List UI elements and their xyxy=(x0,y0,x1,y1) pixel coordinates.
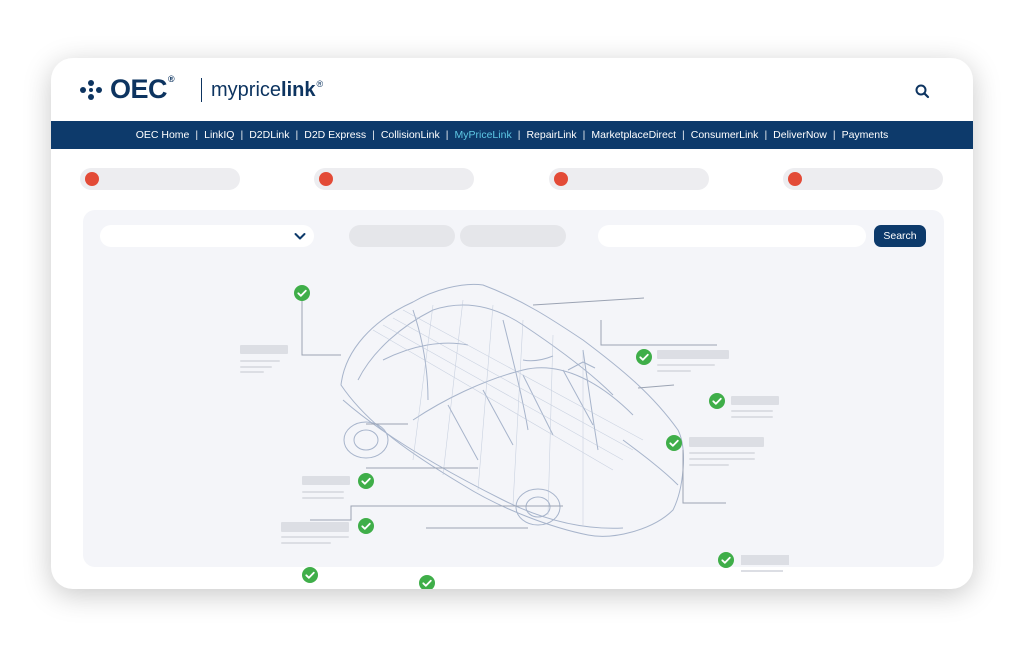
logo-divider xyxy=(201,78,202,102)
vehicle-select-dropdown[interactable] xyxy=(100,225,314,247)
nav-item-marketplacedirect[interactable]: MarketplaceDirect xyxy=(591,129,676,141)
connector-lines xyxy=(301,293,726,529)
nav-separator: | xyxy=(195,129,199,141)
label-placeholder xyxy=(302,476,350,485)
oec-logo-mark-icon xyxy=(80,80,102,100)
top-navigation: OEC Home | LinkIQ | D2DLink | D2D Expres… xyxy=(51,121,973,149)
check-circle-icon[interactable] xyxy=(708,392,726,410)
nav-separator: | xyxy=(682,129,685,141)
label-placeholder xyxy=(741,555,789,565)
status-dot-icon xyxy=(85,172,99,186)
brand-registered: ® xyxy=(316,79,324,89)
nav-separator: | xyxy=(517,129,521,141)
status-pill xyxy=(80,168,240,190)
nav-separator: | xyxy=(764,129,768,141)
nav-item-consumerlink[interactable]: ConsumerLink xyxy=(690,129,759,141)
check-circle-icon[interactable] xyxy=(357,472,375,490)
search-input[interactable] xyxy=(598,225,866,247)
check-circle-icon[interactable] xyxy=(665,434,683,452)
label-placeholder xyxy=(731,396,779,405)
check-circle-icon[interactable] xyxy=(301,566,319,584)
nav-item-oec-home[interactable]: OEC Home xyxy=(135,129,190,141)
car-detail-lines xyxy=(372,299,644,525)
nav-separator: | xyxy=(372,129,375,141)
search-button[interactable]: Search xyxy=(874,225,926,247)
nav-item-collisionlink[interactable]: CollisionLink xyxy=(380,129,440,141)
label-placeholder xyxy=(657,350,729,359)
label-placeholder xyxy=(281,522,349,532)
nav-item-d2dlink[interactable]: D2DLink xyxy=(249,129,290,141)
label-placeholder xyxy=(689,437,764,447)
label-placeholders xyxy=(240,345,789,565)
nav-item-repairlink[interactable]: RepairLink xyxy=(526,129,577,141)
nav-item-d2d-express[interactable]: D2D Express xyxy=(304,129,367,141)
status-row xyxy=(51,168,973,190)
header: OEC® mypricelink® xyxy=(51,58,973,121)
car-wireframe-illustration xyxy=(340,283,684,537)
nav-item-payments[interactable]: Payments xyxy=(841,129,889,141)
check-circle-icon[interactable] xyxy=(717,551,735,569)
filter-button[interactable] xyxy=(460,225,566,247)
nav-separator: | xyxy=(295,129,299,141)
check-circle-icon[interactable] xyxy=(418,574,436,589)
nav-item-linkiq[interactable]: LinkIQ xyxy=(204,129,235,141)
oec-logo-text: OEC xyxy=(110,74,168,104)
check-circle-icon[interactable] xyxy=(635,348,653,366)
label-placeholder xyxy=(240,345,288,354)
car-diagram xyxy=(240,283,789,565)
nav-separator: | xyxy=(832,129,836,141)
parts-panel: Search xyxy=(83,210,944,589)
nav-separator: | xyxy=(445,129,449,141)
brand-prefix: myprice xyxy=(211,79,282,101)
oec-logo[interactable]: OEC® xyxy=(110,74,175,105)
label-placeholder-line xyxy=(741,570,783,572)
status-dot-icon xyxy=(554,172,568,186)
check-circle-icon[interactable] xyxy=(357,517,375,535)
search-icon[interactable] xyxy=(913,82,933,102)
check-circle-icon[interactable] xyxy=(293,284,311,302)
brand-suffix: link xyxy=(281,79,316,101)
filter-button[interactable] xyxy=(349,225,455,247)
app-window: OEC® mypricelink® OEC Home | LinkIQ | D2… xyxy=(51,58,973,589)
status-dot-icon xyxy=(319,172,333,186)
chevron-down-icon xyxy=(294,233,306,240)
status-dot-icon xyxy=(788,172,802,186)
nav-separator: | xyxy=(582,129,586,141)
nav-item-delivernow[interactable]: DeliverNow xyxy=(773,129,827,141)
status-pill xyxy=(314,168,474,190)
mypricelink-logo: mypricelink® xyxy=(211,79,323,102)
status-pill xyxy=(783,168,943,190)
nav-separator: | xyxy=(240,129,244,141)
oec-logo-registered: ® xyxy=(168,74,175,84)
status-pill xyxy=(549,168,709,190)
nav-item-mypricelink[interactable]: MyPriceLink xyxy=(454,129,512,141)
